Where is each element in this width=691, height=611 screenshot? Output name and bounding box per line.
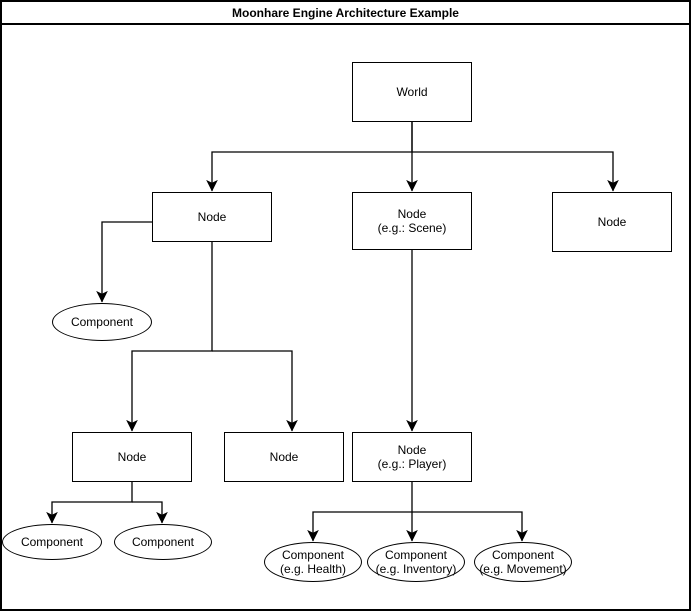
- diagram-edge-world-to-node-left: [206, 122, 413, 192]
- diagram-ellipse-component-inventory: Component (e.g. Inventory): [367, 542, 465, 582]
- diagram-box-node-lower-mid: Node: [224, 432, 344, 482]
- diagram-edge-player-to-health: [307, 482, 413, 542]
- diagram-title-band: Moonhare Engine Architecture Example: [2, 2, 689, 25]
- diagram-box-node-scene: Node (e.g.: Scene): [352, 192, 472, 250]
- diagram-box-node-left: Node: [152, 192, 272, 242]
- diagram-ellipse-label: Component (e.g. Movement): [479, 547, 567, 576]
- diagram-box-world: World: [352, 62, 472, 122]
- diagram-box-label: Node (e.g.: Player): [377, 442, 447, 471]
- diagram-box-label: Node: [597, 214, 627, 229]
- diagram-ellipse-label: Component: [70, 314, 134, 329]
- diagram-edge-player-to-movement: [412, 511, 528, 542]
- diagram-ellipse-label: Component: [20, 534, 84, 549]
- diagram-edge-node-left-to-node-lower-left: [126, 242, 213, 432]
- diagram-box-label: World: [396, 84, 428, 99]
- diagram-title: Moonhare Engine Architecture Example: [232, 5, 459, 20]
- diagram-box-node-lower-left: Node: [72, 432, 192, 482]
- diagram-ellipse-label: Component (e.g. Inventory): [375, 547, 457, 576]
- diagram-edge-node-left-to-node-lower-mid: [212, 350, 298, 432]
- diagram-box-node-right: Node: [552, 192, 672, 252]
- diagram-ellipse-component-bottom-1: Component: [2, 524, 102, 560]
- diagram-edge-lower-left-to-component-2: [132, 501, 168, 524]
- diagram-box-label: Node (e.g.: Scene): [377, 206, 447, 235]
- diagram-ellipse-label: Component (e.g. Health): [279, 547, 347, 576]
- diagram-ellipse-label: Component: [131, 534, 195, 549]
- diagram-box-label: Node: [117, 449, 147, 464]
- diagram-ellipse-component-movement: Component (e.g. Movement): [474, 542, 572, 582]
- diagram-box-label: Node: [197, 209, 227, 224]
- diagram-ellipse-component-bottom-2: Component: [114, 524, 212, 560]
- diagram-edge-world-to-node-right: [412, 151, 619, 192]
- diagram-ellipse-component-left: Component: [52, 303, 152, 341]
- diagram-box-node-player: Node (e.g.: Player): [352, 432, 472, 482]
- diagram-box-label: Node: [269, 449, 299, 464]
- diagram-ellipse-component-health: Component (e.g. Health): [264, 542, 362, 582]
- diagram-edge-lower-left-to-component-1: [46, 482, 133, 524]
- diagram-edge-node-left-to-component: [96, 221, 152, 303]
